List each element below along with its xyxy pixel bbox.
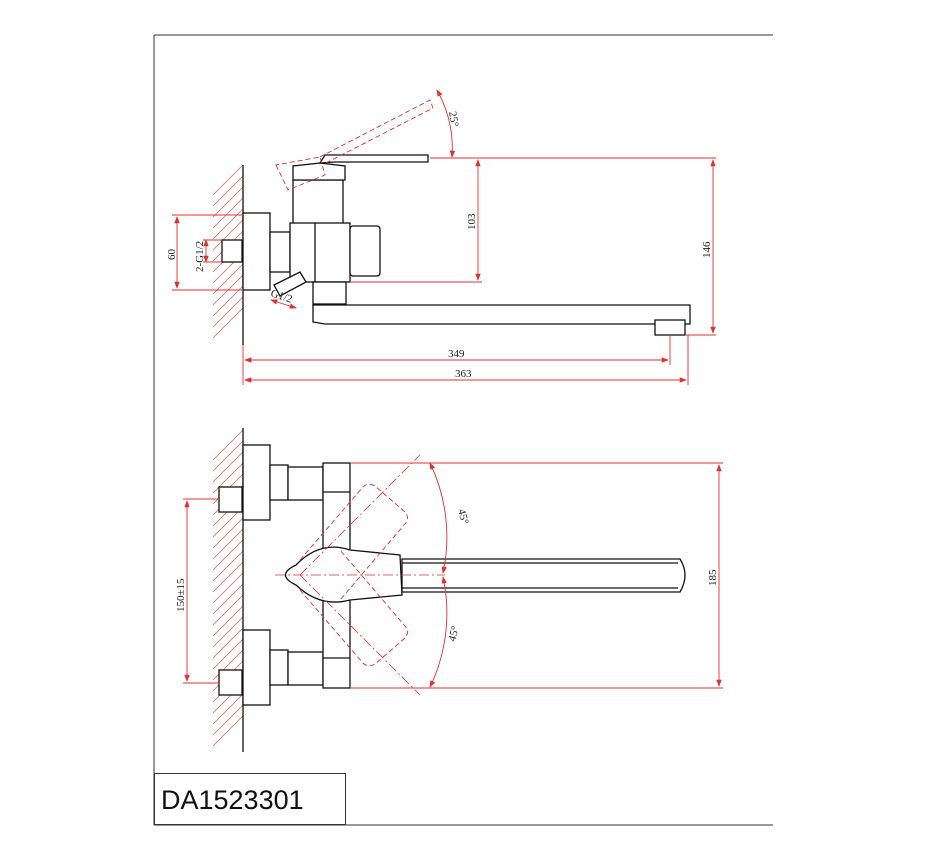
side-cap [349,225,381,277]
spout [401,558,686,593]
dim-349: 349 [448,348,465,360]
lower-nut [269,649,289,686]
hatch-line [212,429,244,461]
hatch-line [212,285,244,317]
hatch-line [212,539,244,571]
hatch-line [212,572,244,604]
hatch-line [212,528,244,560]
hatch-line [212,517,244,549]
model-code-box: DA1523301 [154,773,346,825]
hatch-line [212,307,244,339]
nut [269,231,291,273]
hatch-line [212,208,244,240]
hatch-line [212,616,244,648]
hatch-line [212,219,244,251]
dim-150: 150±15 [175,578,187,612]
dim-angle-upper: 45° [455,508,471,526]
inlet-fitting [221,239,243,263]
side-view: 25° 103 146 60 2-G1/2 G1/2 349 363 [166,89,716,385]
dim-inlet-thread: 2-G1/2 [194,241,206,272]
spout [312,304,691,325]
lower-inlet [218,669,243,696]
lever [318,154,429,164]
hatch-line [212,638,244,670]
hatch-line [212,451,244,483]
lower-flange [242,629,271,706]
upper-flange [242,444,271,521]
aerator [654,319,686,336]
lever-rotated-dashed [275,454,445,696]
hatch-line [212,175,244,207]
dim-185: 185 [707,569,719,586]
hatch-line [212,296,244,328]
lever-rotated-dashed [275,99,434,191]
dim-363: 363 [455,368,472,380]
upper-nut [269,464,289,501]
hatch-line [212,605,244,637]
handle-cap [292,162,346,181]
dim-angle-lower: 45° [446,625,462,643]
hatch-line [212,627,244,659]
hatch-line [212,440,244,472]
wall-hatching [212,429,244,747]
hatch-line [212,561,244,593]
wall-flange [242,212,271,291]
spout-collar [312,281,347,305]
hatch-line [212,715,244,747]
upper-inlet [218,486,243,513]
dim-60: 60 [166,249,178,261]
hatch-line [212,693,244,725]
upper-pipe [287,466,324,501]
dim-lever-angle: 25° [446,110,460,127]
hatch-line [212,583,244,615]
hatch-line [212,649,244,681]
hatch-line [212,462,244,494]
dim-103: 103 [466,213,478,230]
hatch-line [212,164,244,196]
lower-pipe [287,651,324,686]
outlet-thread [273,271,307,297]
hatch-line [212,704,244,736]
hatch-line [212,197,244,229]
hatch-line [212,594,244,626]
dim-146: 146 [701,241,713,258]
top-view: 45° 45° 185 150±15 [175,428,723,752]
hatch-line [212,186,244,218]
hatch-line [212,550,244,582]
hatch-line [212,263,244,295]
drawing-frame [153,34,773,826]
valve-body [292,179,344,226]
